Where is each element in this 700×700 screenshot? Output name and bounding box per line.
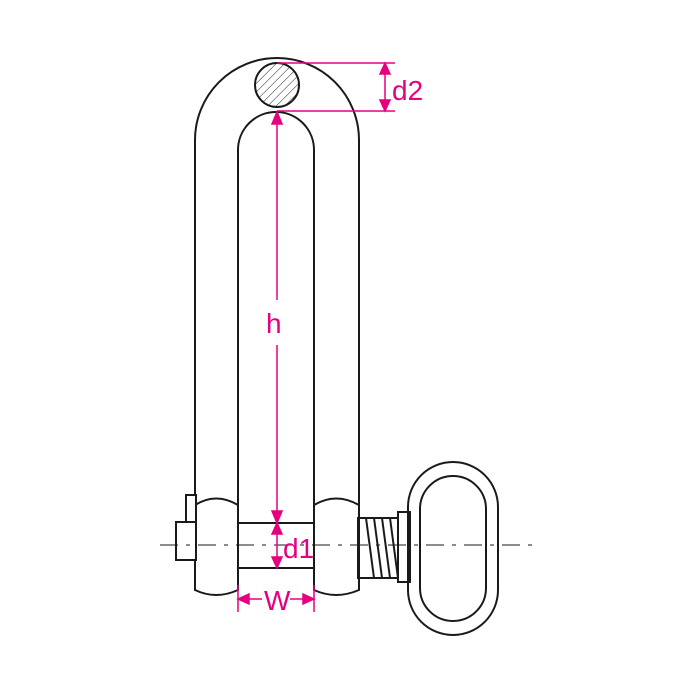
- label-h: h: [266, 308, 282, 339]
- dimension-d2: [277, 61, 395, 113]
- pin: [238, 522, 314, 569]
- dimension-h: [270, 110, 284, 525]
- thread: [357, 511, 411, 583]
- label-w: W: [264, 585, 291, 616]
- label-d2: d2: [392, 75, 423, 106]
- label-d1: d1: [283, 533, 314, 564]
- dimension-d1: [270, 521, 284, 570]
- shackle-eyes: [194, 497, 360, 596]
- dimension-w: [236, 585, 316, 612]
- toggle-handle: [407, 461, 499, 636]
- shackle-body: [194, 57, 360, 520]
- pin-head: [175, 494, 197, 561]
- cross-section: [254, 62, 300, 108]
